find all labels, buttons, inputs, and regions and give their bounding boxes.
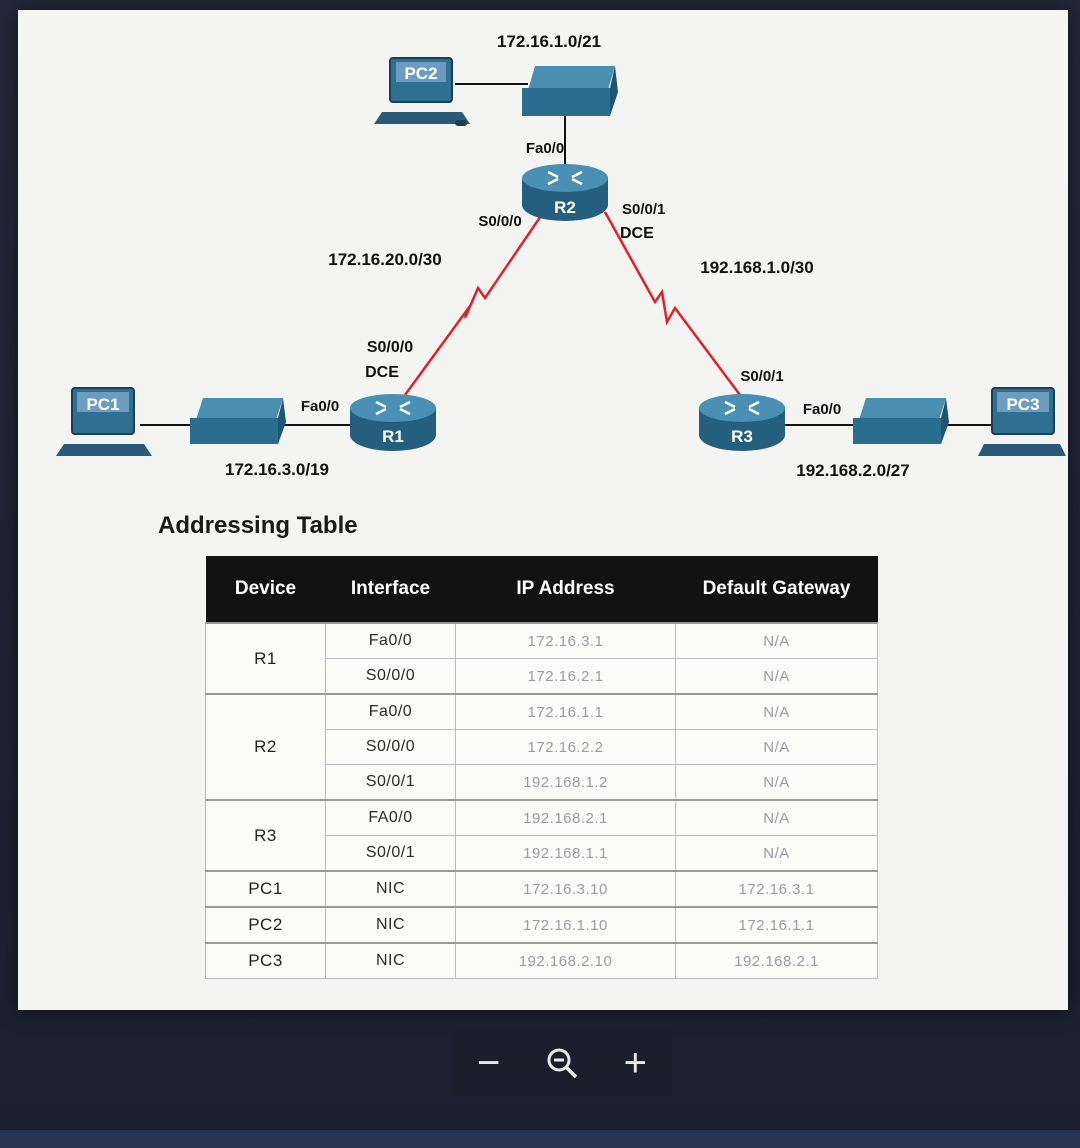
interface-cell: Fa0/0 (325, 693, 456, 730)
ip-cell: 172.16.1.10 (455, 906, 676, 944)
device-cell: R1 (205, 622, 326, 695)
interface-cell: S0/0/0 (325, 729, 456, 765)
interface-cell: NIC (325, 870, 456, 908)
ip-cell: 172.16.2.2 (455, 729, 676, 765)
r2-dce-label: DCE (620, 225, 654, 242)
table-row: R3 FA0/0 192.168.2.1 N/A (205, 799, 878, 872)
router-r3-icon: R3 (699, 394, 785, 451)
zoom-in-button[interactable]: + (605, 1033, 665, 1093)
table-row: PC2 NIC 172.16.1.10 172.16.1.1 (205, 906, 878, 944)
table-row: PC3 NIC 192.168.2.10 192.168.2.1 (205, 942, 878, 979)
ip-cell: 192.168.2.10 (455, 942, 676, 979)
addressing-table-title: Addressing Table (158, 512, 358, 539)
pc1-label: PC1 (86, 395, 119, 414)
gateway-cell: N/A (675, 799, 878, 836)
pc1-computer-icon: PC1 (56, 387, 152, 456)
router-r1-icon: R1 (350, 394, 436, 451)
serial-link-r2-r3 (603, 211, 742, 396)
table-row: S0/0/1 192.168.1.2 N/A (206, 764, 878, 801)
zoom-magnifier-icon (547, 1048, 578, 1079)
ip-cell: 192.168.1.1 (455, 835, 676, 872)
r1-label: R1 (382, 427, 404, 446)
ip-cell: 192.168.2.1 (455, 799, 676, 836)
r3-lan-switch-icon (853, 398, 949, 444)
ip-cell: 172.16.3.10 (455, 870, 676, 908)
table-header-row: Device Interface IP Address Default Gate… (205, 556, 878, 623)
network-label-r2-lan: 172.16.1.0/21 (497, 32, 601, 51)
r3-label: R3 (731, 427, 753, 446)
network-topology-diagram: PC2 R2 R1 R3 (56, 32, 1066, 480)
gateway-cell: 192.168.2.1 (675, 942, 878, 979)
zoom-out-button[interactable]: − (459, 1033, 519, 1093)
zoom-toolbar: − + (452, 1030, 672, 1096)
r1-s000-label: S0/0/0 (367, 339, 413, 356)
serial-link-r1-r2 (403, 209, 547, 396)
r3-fa00-label: Fa0/0 (803, 401, 841, 418)
interface-cell: NIC (325, 942, 456, 979)
gateway-cell: N/A (675, 729, 878, 765)
interface-cell: Fa0/0 (325, 622, 456, 659)
network-label-r3-lan: 192.168.2.0/27 (796, 461, 909, 480)
gateway-cell: 172.16.3.1 (675, 870, 878, 908)
network-label-r1-lan: 172.16.3.0/19 (225, 460, 329, 479)
header-ip-address: IP Address (455, 556, 676, 623)
device-cell: R2 (205, 693, 326, 801)
r2-s000-label: S0/0/0 (478, 213, 521, 230)
r1-fa00-label: Fa0/0 (301, 398, 339, 415)
r3-s001-label: S0/0/1 (740, 368, 783, 385)
gateway-cell: N/A (675, 658, 878, 695)
device-cell: PC1 (205, 870, 326, 908)
interface-cell: NIC (325, 906, 456, 944)
table-row: S0/0/0 172.16.2.2 N/A (206, 729, 878, 765)
r1-dce-label: DCE (365, 364, 399, 381)
pc3-computer-icon: PC3 (978, 387, 1066, 456)
table-row: PC1 NIC 172.16.3.10 172.16.3.1 (205, 870, 878, 908)
ip-cell: 172.16.3.1 (455, 622, 676, 659)
zoom-reset-button[interactable] (532, 1033, 592, 1093)
device-cell: PC2 (205, 906, 326, 944)
device-cell: R3 (205, 799, 326, 872)
interface-cell: S0/0/1 (325, 835, 456, 872)
gateway-cell: 172.16.1.1 (675, 906, 878, 944)
r2-label: R2 (554, 198, 576, 217)
minus-icon: − (476, 1040, 501, 1085)
header-default-gateway: Default Gateway (675, 556, 878, 623)
interface-cell: FA0/0 (325, 799, 456, 836)
pc2-label: PC2 (404, 64, 437, 83)
gateway-cell: N/A (675, 835, 878, 872)
table-row: S0/0/0 172.16.2.1 N/A (206, 658, 878, 695)
gateway-cell: N/A (675, 622, 878, 659)
pc3-label: PC3 (1006, 395, 1039, 414)
taskbar (0, 1130, 1080, 1148)
table-row: S0/0/1 192.168.1.1 N/A (206, 835, 878, 872)
device-cell: PC3 (205, 942, 326, 979)
interface-cell: S0/0/0 (325, 658, 456, 695)
interface-cell: S0/0/1 (325, 764, 456, 801)
network-label-r1-r2: 172.16.20.0/30 (328, 250, 441, 269)
header-device: Device (205, 556, 326, 623)
r2-lan-switch-icon (522, 66, 618, 116)
ip-cell: 172.16.1.1 (455, 693, 676, 730)
r2-fa00-label: Fa0/0 (526, 140, 564, 157)
header-interface: Interface (325, 556, 456, 623)
ip-cell: 172.16.2.1 (455, 658, 676, 695)
r2-s001-label: S0/0/1 (622, 201, 665, 218)
ip-cell: 192.168.1.2 (455, 764, 676, 801)
gateway-cell: N/A (675, 693, 878, 730)
addressing-table: Device Interface IP Address Default Gate… (205, 556, 878, 979)
table-row: R2 Fa0/0 172.16.1.1 N/A (205, 693, 878, 801)
pc2-computer-icon: PC2 (374, 57, 470, 126)
router-r2-icon: R2 (522, 164, 608, 221)
table-row: R1 Fa0/0 172.16.3.1 N/A (205, 622, 878, 695)
gateway-cell: N/A (675, 764, 878, 801)
r1-lan-switch-icon (190, 398, 286, 444)
plus-icon: + (623, 1040, 647, 1085)
network-label-r2-r3: 192.168.1.0/30 (700, 258, 813, 277)
